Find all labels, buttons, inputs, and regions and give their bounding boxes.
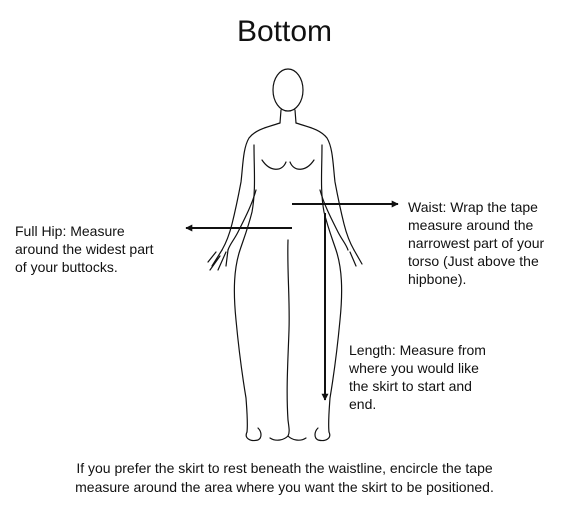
waist-line: hipbone). <box>408 271 467 287</box>
length-line: where you would like <box>349 360 479 376</box>
footnote-line: measure around the area where you want t… <box>75 479 494 495</box>
full-hip-line: Full Hip: Measure <box>15 223 125 239</box>
length-line: the skirt to start and <box>349 378 472 394</box>
full-hip-label: Full Hip: Measure around the widest part… <box>15 222 154 276</box>
waist-line: measure around the <box>408 217 534 233</box>
waist-label: Waist: Wrap the tape measure around the … <box>408 198 544 288</box>
full-hip-line: around the widest part <box>15 241 154 257</box>
page-title: Bottom <box>236 15 333 48</box>
length-label: Length: Measure from where you would lik… <box>349 341 486 413</box>
length-line: end. <box>349 396 377 412</box>
footnote: If you prefer the skirt to rest beneath … <box>0 459 569 497</box>
full-hip-line: of your buttocks. <box>15 259 118 275</box>
waist-line: Waist: Wrap the tape <box>408 199 538 215</box>
female-body-outline-icon <box>207 68 363 442</box>
waist-line: torso (Just above the <box>408 253 539 269</box>
footnote-line: If you prefer the skirt to rest beneath … <box>76 460 493 476</box>
waist-line: narrowest part of your <box>408 235 545 251</box>
length-line: Length: Measure from <box>349 342 486 358</box>
